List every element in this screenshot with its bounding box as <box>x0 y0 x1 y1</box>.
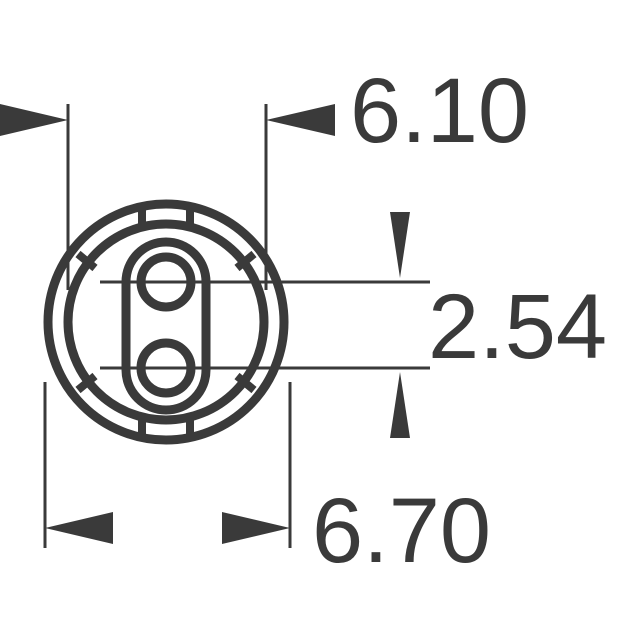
dimension-label-top-width: 6.10 <box>350 60 529 162</box>
arrow-right-610-left <box>0 104 68 136</box>
terminal-plate <box>121 237 211 415</box>
ring-notch <box>234 372 257 394</box>
arrow-left-670 <box>45 512 113 544</box>
arrow-up-254 <box>390 372 410 438</box>
dimension-label-bottom-width: 6.70 <box>312 480 491 582</box>
ring-notch <box>75 372 98 394</box>
inner-sleeve-circle <box>63 219 269 425</box>
arrow-left-610-right <box>266 104 335 136</box>
ring-notch <box>75 250 98 272</box>
ring-notch <box>234 250 257 272</box>
dimension-label-pin-spacing: 2.54 <box>428 276 607 378</box>
arrow-down-254 <box>390 212 410 278</box>
arrow-right-670 <box>222 512 290 544</box>
outer-body-circle <box>43 199 289 445</box>
